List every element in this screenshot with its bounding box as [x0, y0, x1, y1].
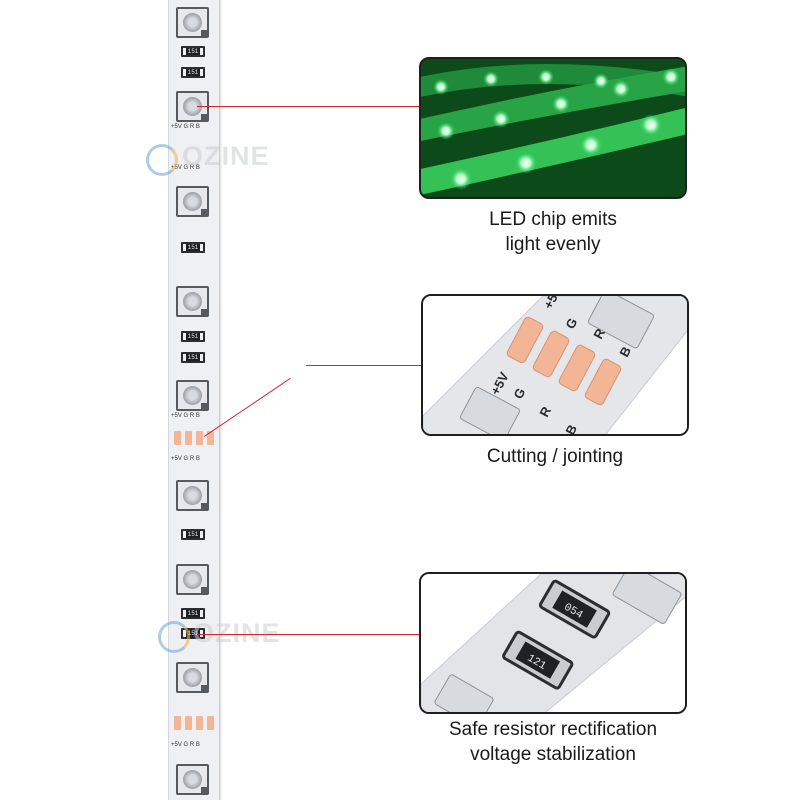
watermark: OZINE	[193, 618, 281, 648]
cutting-pads-image: +5V G R B +5V G R B	[423, 296, 687, 436]
resistor: 151	[181, 608, 205, 619]
resistor: 151	[181, 46, 205, 57]
watermark-logo-icon	[158, 621, 190, 653]
pointer-line	[197, 106, 419, 107]
callout-led-glow	[419, 57, 687, 199]
caption-led-glow: LED chip emits light evenly	[489, 209, 617, 255]
led-chip	[176, 7, 209, 38]
led-chip	[176, 480, 209, 511]
pointer-line	[306, 365, 421, 366]
resistor: 151	[181, 529, 205, 540]
resistor-closeup-image: 054 121	[421, 574, 685, 712]
led-strip: 151 151 +5V G R B +5V G R B 151 151 151 …	[168, 0, 220, 800]
led-chip	[176, 286, 209, 317]
watermark: OZINE	[182, 141, 270, 171]
resistor: 151	[181, 67, 205, 78]
led-chip	[176, 564, 209, 595]
led-chip	[176, 186, 209, 217]
svg-text:B: B	[562, 422, 580, 436]
copper-pads	[172, 431, 216, 445]
led-chip	[176, 662, 209, 693]
resistor: 151	[181, 242, 205, 253]
callout-cutting: +5V G R B +5V G R B	[421, 294, 689, 436]
resistor: 151	[181, 352, 205, 363]
pad-labels: +5V G R B	[171, 124, 200, 130]
led-chip	[176, 380, 209, 411]
caption-resistor: Safe resistor rectification voltage stab…	[448, 719, 658, 765]
watermark-logo-icon	[146, 144, 178, 176]
caption-cutting: Cutting / jointing	[486, 446, 624, 467]
pad-labels: +5V G R B	[171, 456, 200, 462]
pad-labels: +5V G R B	[171, 413, 200, 419]
pad-labels: +5V G R B	[171, 742, 200, 748]
callout-resistor: 054 121	[419, 572, 687, 714]
pointer-line	[197, 634, 419, 635]
led-glow-image	[421, 59, 685, 197]
led-chip	[176, 764, 209, 795]
led-chip	[176, 91, 209, 122]
copper-pads	[172, 716, 216, 730]
pad-labels: +5V G R B	[171, 165, 200, 171]
resistor: 151	[181, 331, 205, 342]
